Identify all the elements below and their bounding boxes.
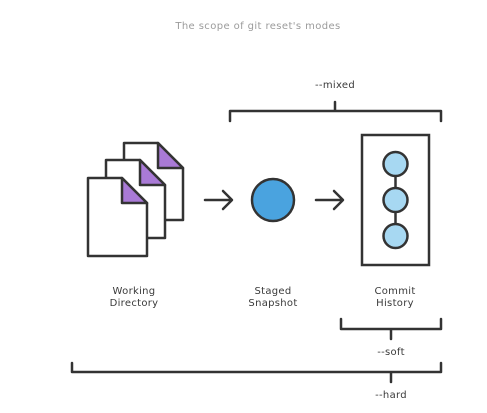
arrow-right-icon bbox=[314, 189, 345, 211]
mixed-scope-label: --mixed bbox=[315, 80, 355, 91]
hard-scope-bracket bbox=[70, 361, 443, 384]
commit-history-label-line2: History bbox=[376, 298, 414, 309]
staged-snapshot-label-line1: Staged bbox=[254, 286, 292, 297]
soft-scope-bracket bbox=[339, 317, 443, 341]
arrow-right-icon bbox=[203, 189, 234, 211]
working-directory-label: Working Directory bbox=[94, 286, 174, 310]
working-directory-files-icon bbox=[86, 141, 185, 258]
commit-history-label: Commit History bbox=[355, 286, 435, 310]
mixed-scope-bracket bbox=[228, 100, 443, 123]
commit-history-icon bbox=[360, 133, 431, 267]
working-directory-label-line2: Directory bbox=[109, 298, 159, 309]
diagram-title: The scope of git reset's modes bbox=[175, 21, 341, 32]
hard-scope-label: --hard bbox=[375, 390, 407, 401]
commit-history-label-line1: Commit bbox=[374, 286, 416, 297]
staged-snapshot-label-line2: Snapshot bbox=[248, 298, 298, 309]
staged-snapshot-label: Staged Snapshot bbox=[233, 286, 313, 310]
soft-scope-label: --soft bbox=[377, 347, 405, 358]
working-directory-label-line1: Working bbox=[112, 286, 156, 297]
staged-snapshot-icon bbox=[250, 177, 296, 223]
